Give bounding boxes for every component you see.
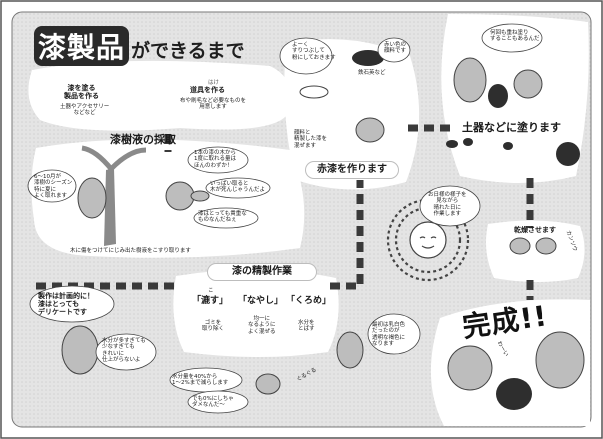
character-haniwa-1: [77, 177, 107, 219]
note-milky: 最初は乳白色 だったのが 透明な褐色に なります: [372, 322, 406, 347]
note-sunny: お日様の様子を 見ながら 晴れた日に 作業します: [428, 192, 467, 217]
note-one-tree: 1本の漆の木から 1度に取れる量は ほんのわずか！: [194, 150, 236, 169]
harvest-caption: 木に傷をつけてにじみ出た樹液をこすり取ります: [70, 248, 191, 254]
title-rest: ができるまで: [131, 40, 245, 62]
nuru-panel: [441, 14, 589, 183]
kanso-panel: [486, 220, 585, 282]
note-season: 6〜10月が 漆樹のシーズン 特に夏に よく取れます: [34, 174, 73, 199]
seisei-item-3-label: 「くろめ」: [286, 296, 332, 306]
seisei-item-2-label: 「なやし」: [238, 296, 284, 306]
seisei-item-2-desc: 均一に なるように よく混ぜる: [248, 316, 276, 335]
note-mix: 顔料と 精製した漆を 混ぜます: [294, 130, 328, 149]
note-precious: 漆はとっても貴重な ものなんだねぇ: [198, 211, 247, 224]
seisei-item-1-label: 「漉す」: [192, 296, 229, 306]
seisei-item-3-desc: 水分を とばす: [298, 320, 315, 333]
note-zero: でも0%にしちゃ ダメなんだ〜: [192, 396, 234, 409]
intro-right-ruby: はけ: [208, 80, 220, 86]
seisei-item-1-ruby: こ: [208, 288, 214, 294]
intro-right-label: 道具を作る: [190, 86, 225, 94]
aka-panel: [284, 39, 420, 190]
kansei-panel: [430, 299, 590, 426]
step-harvest-title: 漆樹液の採取: [110, 133, 176, 146]
intro-left-label: 漆を塗る 製品を作る: [64, 84, 99, 101]
seisei-item-1-desc: ゴミを 取り除く: [202, 320, 225, 333]
note-yoku: よーく すりつぶして 粉にしておきます: [292, 42, 336, 61]
note-tetsusekiei: 鉄石英など: [358, 70, 386, 76]
tree-illustration: [81, 145, 147, 246]
intro-right-sub: 布や刷毛など必要なものを 用意します: [180, 98, 247, 111]
note-ippai: いっぱい取ると 木が死んじゃうんだよ: [210, 181, 266, 194]
title-kanji: 漆製品: [34, 26, 130, 66]
note-water40: 水分量を40%から 1〜2%まで減らします: [172, 374, 229, 387]
note-red-pigment: 赤い色の 顔料です: [384, 42, 407, 55]
step-akaurushi-title: 赤漆を作ります: [306, 162, 398, 178]
seisei-panel: [173, 269, 339, 357]
intro-panel: [28, 60, 291, 131]
step-kanso-title: 乾燥させます: [514, 226, 556, 234]
note-too-much: 水分が多すぎても 少なすぎても きれいに 仕上がらないよ: [102, 338, 146, 363]
intro-left-sub: 土器やアクセサリー などなど: [60, 104, 110, 117]
step-seisei-title: 漆の精製作業: [208, 264, 316, 280]
step-nuru-title: 土器などに塗ります: [462, 121, 561, 134]
page-title: 漆製品ができるまで: [34, 26, 245, 66]
note-plan: 製作は計画的に！ 漆はとっても デリケートです: [38, 292, 94, 317]
note-many-times: 何回も重ね塗り することもあるんだ: [490, 30, 540, 43]
